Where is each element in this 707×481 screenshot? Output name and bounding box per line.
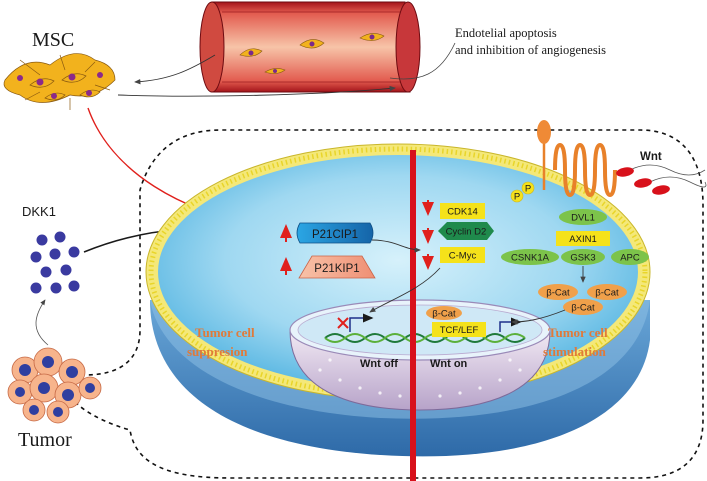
endothelial-label-line1: Endotelial apoptosis <box>455 26 557 40</box>
cyclin-d2-label: Cyclin D2 <box>446 227 487 238</box>
dna-helix-icon <box>324 333 526 343</box>
blocked-x-icon <box>337 317 349 329</box>
apc-label: APC <box>620 253 640 264</box>
wnt-off-label: Wnt off <box>360 358 398 370</box>
p21-to-cyclin-arrow <box>371 239 421 253</box>
cdk14-label: CDK14 <box>447 207 478 218</box>
svg-text:β-Cat: β-Cat <box>432 309 456 320</box>
receptor-icon <box>537 120 617 198</box>
dkk1-label: DKK1 <box>22 204 56 219</box>
csnk1a-box: CSNK1A <box>501 249 559 265</box>
msc-to-vessel-arrow <box>117 85 396 97</box>
axin1-box: AXIN1 <box>556 231 610 246</box>
bcat-nuclear: β-Cat <box>426 306 462 320</box>
svg-text:β-Cat: β-Cat <box>571 303 595 314</box>
endothelial-label-line2: and inhibition of angiogenesis <box>455 43 606 57</box>
vessel-to-msc-arrow <box>134 54 216 85</box>
wnt-label: Wnt <box>640 151 662 163</box>
phospho-p-icon: P P <box>510 181 535 203</box>
blood-vessel-icon <box>199 1 421 93</box>
tumor-to-dkk1-arrow <box>35 299 49 346</box>
svg-text:P: P <box>514 192 520 203</box>
p21kip1-label: P21KIP1 <box>314 263 359 275</box>
gene-arrow-off <box>349 313 374 332</box>
p21cip1-label: P21CIP1 <box>312 229 358 241</box>
cmyc-to-nucleus-arrow <box>369 267 441 313</box>
svg-text:β-Cat: β-Cat <box>546 288 570 299</box>
csnk1a-label: CSNK1A <box>511 253 550 264</box>
tumor-suppression-line1: Tumor cell <box>195 325 255 340</box>
msc-cell-icon <box>3 53 116 110</box>
apc-box: APC <box>611 249 649 265</box>
msc-label: MSC <box>32 29 74 51</box>
axin1-label: AXIN1 <box>569 234 596 245</box>
dashed-outline <box>67 129 704 479</box>
cyclin-d2-box: Cyclin D2 <box>438 222 494 240</box>
tcf-lef-box: TCF/LEF <box>432 322 486 337</box>
gsk3-box: GSK3 <box>561 249 605 265</box>
c-myc-box: C-Myc <box>440 247 485 263</box>
tumor-stimulation-line2: stimulation <box>543 344 607 359</box>
nucleus <box>289 299 551 411</box>
p21kip1-box: P21KIP1 <box>298 255 376 279</box>
tumor-label: Tumor <box>18 429 72 451</box>
tumor-stimulation-line1: Tumor cell <box>548 325 608 340</box>
svg-text:β-Cat: β-Cat <box>595 288 619 299</box>
red-divider <box>410 150 416 481</box>
bcat-cluster: β-Cat β-Cat β-Cat <box>538 284 627 315</box>
dvl1-label: DVL1 <box>571 213 595 224</box>
svg-text:P: P <box>525 184 531 195</box>
tumor-cluster-icon <box>7 347 102 424</box>
cdk14-box: CDK14 <box>440 203 485 219</box>
tcf-lef-label: TCF/LEF <box>440 325 479 336</box>
endothelial-pointer <box>389 42 456 80</box>
tumor-suppression-line2: suppresion <box>187 344 248 359</box>
wnt-on-label: Wnt on <box>430 358 468 370</box>
p21cip1-box: P21CIP1 <box>296 222 374 244</box>
gsk3-label: GSK3 <box>570 253 595 264</box>
c-myc-label: C-Myc <box>449 251 477 262</box>
bcat-to-tcf-arrow <box>511 309 566 325</box>
wnt-ligand-icon <box>616 164 707 195</box>
dvl1-box: DVL1 <box>559 209 607 225</box>
dkk1-molecule-icon <box>30 231 80 294</box>
